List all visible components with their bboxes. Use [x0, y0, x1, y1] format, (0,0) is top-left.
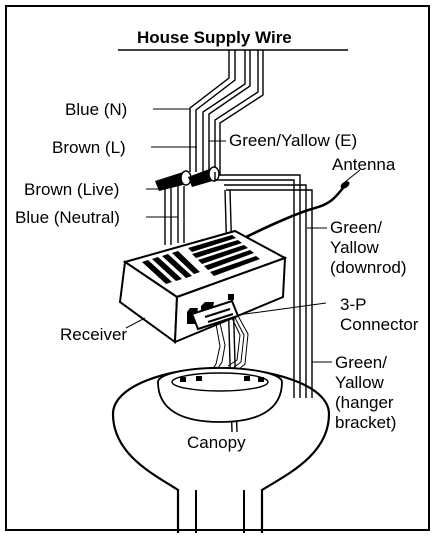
house-supply-wires [189, 50, 264, 172]
label-canopy: Canopy [187, 433, 246, 452]
label-receiver: Receiver [60, 325, 127, 344]
label-blue-n: Blue (N) [65, 100, 127, 119]
label-green-yallow-downrod: Green/ Yallow (downrod) [330, 218, 407, 277]
svg-text:3-P: 3-P [340, 295, 366, 314]
svg-text:Yallow: Yallow [330, 238, 380, 257]
receiver-input-wires [164, 186, 185, 245]
wire-nuts [155, 166, 220, 191]
label-brown-live: Brown (Live) [24, 180, 119, 199]
label-3p-connector: 3-P Connector [340, 295, 419, 334]
svg-text:Connector: Connector [340, 315, 419, 334]
title-house-supply-wire: House Supply Wire [137, 28, 292, 47]
label-brown-l: Brown (L) [52, 138, 126, 157]
leader-lines [125, 108, 361, 363]
svg-text:Green/: Green/ [335, 353, 387, 372]
svg-text:Green/: Green/ [330, 218, 382, 237]
canopy [111, 366, 331, 533]
label-blue-neutral: Blue (Neutral) [15, 208, 120, 227]
label-green-yallow-e: Green/Yallow (E) [229, 131, 357, 150]
svg-text:(hanger: (hanger [335, 393, 394, 412]
label-green-yallow-hanger-bracket: Green/ Yallow (hanger bracket) [335, 353, 396, 432]
label-antenna: Antenna [332, 155, 396, 174]
svg-text:(downrod): (downrod) [330, 258, 407, 277]
svg-text:bracket): bracket) [335, 413, 396, 432]
svg-text:Yallow: Yallow [335, 373, 385, 392]
antenna-wire [239, 181, 350, 242]
